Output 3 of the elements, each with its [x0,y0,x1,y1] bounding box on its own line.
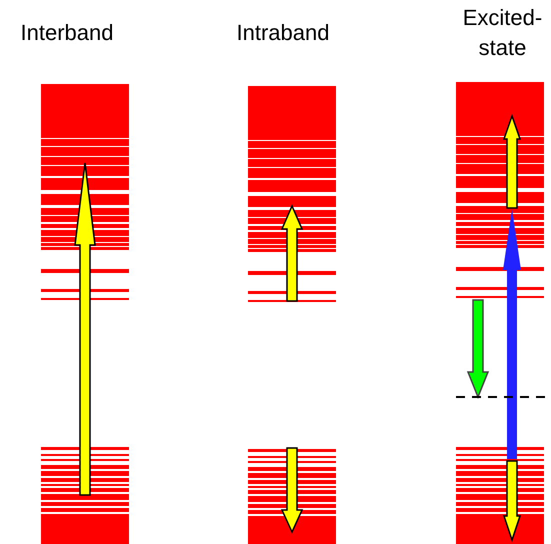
heading: Intraband [236,19,330,47]
heading: Excited-state [462,4,544,62]
heading: Interband [20,19,114,47]
